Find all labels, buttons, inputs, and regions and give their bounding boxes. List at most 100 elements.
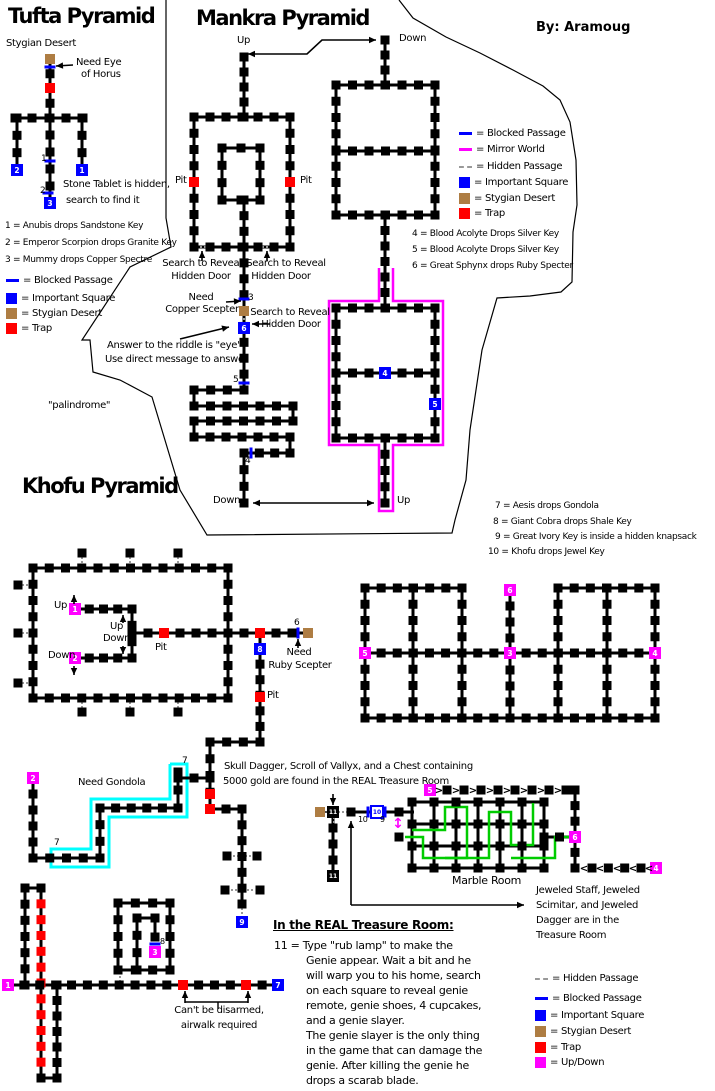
room-square bbox=[82, 980, 92, 990]
square-number: 1 bbox=[79, 166, 84, 175]
room-square bbox=[36, 1026, 46, 1035]
legend-label: = Trap bbox=[550, 1042, 581, 1053]
room-square bbox=[36, 1010, 46, 1020]
hidden-passage-icon bbox=[535, 977, 548, 980]
map-label: Up bbox=[237, 35, 251, 46]
numbered-square bbox=[69, 652, 81, 664]
mirror-world-outline bbox=[327, 268, 445, 513]
room-square bbox=[225, 980, 235, 990]
one-way-chevron: > bbox=[554, 786, 562, 797]
map-label: Down bbox=[213, 495, 241, 506]
room-square bbox=[253, 242, 263, 252]
room-square bbox=[77, 563, 87, 573]
room-square bbox=[113, 653, 123, 663]
map-label: of Horus bbox=[81, 69, 121, 80]
room-square bbox=[255, 737, 265, 747]
room-square bbox=[364, 303, 374, 313]
room-square bbox=[239, 448, 249, 458]
room-square bbox=[113, 932, 123, 941]
room-square bbox=[430, 113, 440, 122]
numbered-square bbox=[11, 164, 23, 176]
numbered-square bbox=[69, 603, 81, 615]
room-square bbox=[414, 433, 423, 443]
room-square bbox=[36, 994, 46, 1004]
room-square bbox=[20, 948, 30, 958]
room-square bbox=[205, 112, 215, 122]
room-square bbox=[510, 785, 520, 795]
room-square bbox=[174, 693, 184, 703]
room-square bbox=[271, 628, 281, 638]
room-square bbox=[618, 648, 628, 658]
map-label: 9 = Great Ivory Key is inside a hidden k… bbox=[495, 532, 697, 542]
room-square bbox=[285, 242, 295, 252]
room-square bbox=[35, 980, 45, 990]
room-square bbox=[650, 583, 660, 593]
numbered-square bbox=[27, 772, 39, 784]
room-square bbox=[189, 145, 199, 154]
room-square bbox=[45, 69, 55, 79]
room-square bbox=[132, 913, 142, 923]
room-square bbox=[189, 128, 199, 138]
one-way-chevron: > bbox=[503, 786, 511, 797]
room-square bbox=[495, 841, 505, 851]
map-label: Dagger are in the bbox=[536, 915, 619, 926]
map-label: 11 = Type "rub lamp" to make the bbox=[274, 939, 453, 952]
room-square bbox=[539, 863, 549, 873]
room-square bbox=[239, 353, 249, 363]
room-square bbox=[539, 832, 549, 842]
room-square bbox=[473, 797, 483, 807]
room-square bbox=[52, 996, 62, 1005]
marker-square bbox=[173, 548, 183, 558]
room-square bbox=[603, 863, 613, 873]
legend-label: = Mirror World bbox=[476, 144, 545, 155]
room-square bbox=[45, 147, 55, 157]
room-square bbox=[380, 466, 390, 475]
room-square bbox=[570, 816, 580, 826]
room-square bbox=[27, 113, 37, 123]
legend-item-bottom: = Important Square bbox=[535, 1010, 644, 1021]
room-square bbox=[409, 583, 418, 593]
room-square bbox=[239, 82, 249, 92]
room-square bbox=[392, 648, 402, 658]
marker-square bbox=[205, 789, 215, 799]
map-label: Hidden Door bbox=[171, 271, 231, 282]
room-square bbox=[239, 97, 249, 107]
marker-square bbox=[13, 678, 23, 688]
numbered-square bbox=[649, 647, 661, 659]
room-square bbox=[425, 583, 435, 593]
legend-label: = Blocked Passage bbox=[23, 275, 113, 286]
room-square bbox=[77, 130, 87, 140]
map-label: Can't be disarmed, bbox=[174, 1005, 264, 1016]
room-square bbox=[237, 852, 247, 861]
room-square bbox=[28, 821, 38, 831]
room-square bbox=[392, 713, 402, 723]
marker-square bbox=[125, 707, 135, 717]
map-label: in the game that can damage the bbox=[306, 1044, 483, 1057]
room-square bbox=[20, 915, 30, 925]
corridor-line bbox=[135, 916, 157, 970]
square-number: 5 bbox=[362, 649, 367, 658]
square-number: 5 bbox=[432, 400, 437, 409]
room-square bbox=[95, 836, 105, 846]
legend-item-mankra: = Hidden Passage bbox=[459, 161, 562, 172]
legend-square-icon bbox=[459, 193, 470, 204]
arrow-head bbox=[70, 595, 78, 602]
room-square bbox=[517, 797, 527, 807]
one-way-chevron: < bbox=[613, 864, 621, 875]
room-square bbox=[239, 258, 249, 268]
room-square bbox=[28, 805, 38, 815]
square-number: 8 bbox=[257, 645, 262, 654]
room-square bbox=[441, 583, 451, 593]
room-square bbox=[99, 604, 108, 614]
room-square bbox=[618, 583, 628, 593]
map-label: 8 bbox=[160, 937, 165, 946]
room-square bbox=[206, 385, 216, 395]
room-square bbox=[331, 319, 341, 329]
room-square bbox=[331, 146, 341, 156]
marker-square bbox=[394, 807, 404, 817]
map-label: Pit bbox=[300, 175, 312, 186]
room-square bbox=[331, 336, 341, 345]
blocked-passage-tick bbox=[149, 942, 161, 946]
room-square bbox=[189, 193, 199, 203]
room-square bbox=[127, 604, 137, 614]
